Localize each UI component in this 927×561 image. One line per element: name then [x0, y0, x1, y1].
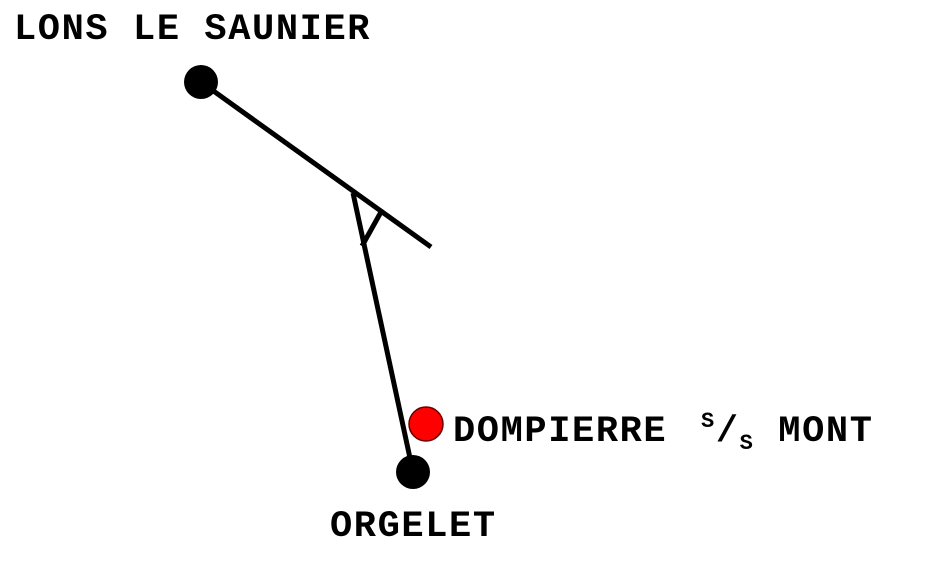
orgelet-label: ORGELET — [330, 506, 497, 548]
dompierre-end: MONT — [778, 411, 874, 453]
orgelet-town-marker — [396, 455, 430, 489]
dompierre-main: DOMPIERRE — [453, 411, 668, 453]
dompierre-sup: S — [701, 409, 716, 434]
road-to-orgelet — [350, 192, 416, 473]
road-lons-main — [199, 79, 433, 250]
dompierre-label: DOMPIERRE S/S MONT — [453, 411, 874, 455]
angle-mark — [359, 210, 384, 248]
lons-label: LONS LE SAUNIER — [14, 9, 372, 51]
lons-town-marker — [184, 65, 218, 99]
dompierre-marker — [408, 406, 444, 442]
dompierre-slash: / — [715, 411, 740, 453]
dompierre-sub: S — [739, 431, 755, 456]
